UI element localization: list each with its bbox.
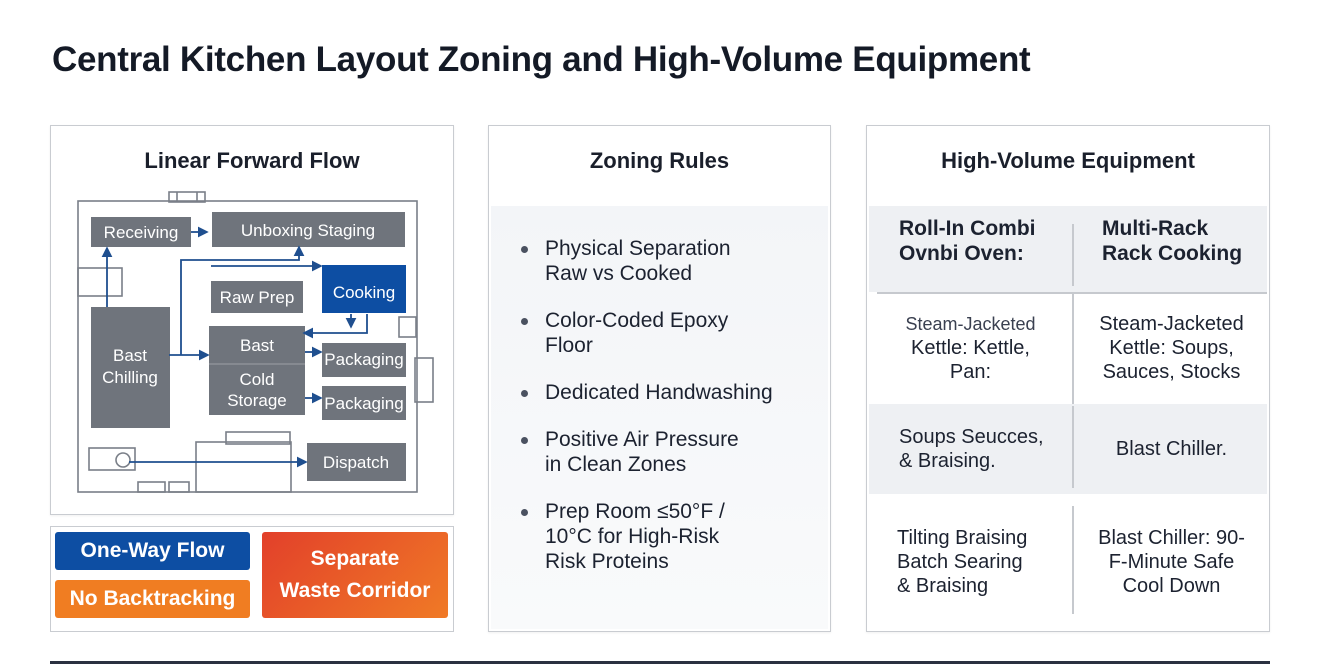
zone-cooking-label: Cooking — [333, 283, 395, 302]
no-backtracking-tag: No Backtracking — [55, 580, 250, 618]
flow-panel: Linear Forward Flow — [50, 125, 454, 515]
zone-cooking-block — [322, 265, 406, 313]
zone-raw-prep-block — [211, 281, 303, 313]
zone-unboxing-block — [212, 212, 405, 247]
flow-arrows — [101, 226, 368, 468]
zone-unboxing-label: Unboxing Staging — [241, 221, 375, 240]
zone-packaging-label-2: Packaging — [324, 394, 403, 413]
equipment-header-row — [869, 206, 1267, 292]
one-way-flow-tag: One-Way Flow — [55, 532, 250, 570]
bullet-icon — [521, 390, 528, 397]
zone-packaging-1-block — [322, 343, 406, 377]
zoning-rule: Dedicated Handwashing — [519, 380, 809, 405]
zone-packaging-label-1: Packaging — [324, 350, 403, 369]
waste-tag-line-1: Separate — [310, 547, 400, 570]
equipment-cell: Blast Chiller: 90- F-Minute Safe Cool Do… — [1098, 526, 1245, 597]
zone-blocks — [91, 212, 406, 481]
equipment-cell: Soups Seucces, & Braising. — [899, 426, 1044, 472]
zone-cold-label-2: Storage — [227, 391, 287, 410]
zoning-panel-title: Zoning Rules — [589, 148, 730, 173]
bullet-icon — [521, 509, 528, 516]
zone-cold-label-1: Cold — [240, 370, 275, 389]
equipment-row — [869, 292, 1267, 404]
waste-tag-line-2: Waste Corridor — [279, 579, 431, 602]
equipment-cell: Tilting Braising Batch Searing & Braisin… — [897, 526, 1028, 597]
zone-receiving-block — [91, 217, 191, 247]
equipment-panel-title: High-Volume Equipment — [941, 148, 1195, 173]
zone-blast-label-2: Chilling — [102, 368, 158, 387]
floor-plan-walls — [77, 191, 434, 493]
flow-tags-frame — [50, 526, 454, 632]
equipment-cell: Steam-Jacketed Kettle: Soups, Sauces, St… — [1099, 313, 1244, 383]
zone-blast-chilling-block — [91, 307, 170, 428]
equipment-cell: Blast Chiller. — [1115, 438, 1228, 460]
zone-raw-prep-label: Raw Prep — [220, 288, 295, 307]
floor-plan-diagram: Receiving Unboxing Staging Raw Prep Cook… — [77, 191, 434, 493]
page-title: Central Kitchen Layout Zoning and High-V… — [52, 40, 1031, 79]
bottom-divider — [50, 661, 1270, 664]
zone-bast-block — [209, 326, 305, 364]
zone-bast-label: Bast — [240, 336, 274, 355]
bullet-icon — [521, 246, 528, 253]
zoning-panel-body — [491, 206, 828, 629]
zone-receiving-label: Receiving — [104, 223, 179, 242]
equipment-row — [869, 404, 1267, 494]
equipment-row — [869, 494, 1267, 629]
bullet-icon — [521, 318, 528, 325]
zone-cold-storage-block — [209, 364, 305, 415]
flow-panel-title: Linear Forward Flow — [144, 148, 360, 173]
zone-blast-label-1: Bast — [113, 346, 147, 365]
zone-packaging-2-block — [322, 386, 406, 420]
bullet-icon — [521, 437, 528, 444]
zone-dispatch-label: Dispatch — [323, 453, 389, 472]
equipment-cell: Steam-Jacketed Kettle: Kettle, Pan: — [905, 314, 1036, 383]
zone-dispatch-block — [307, 443, 406, 481]
separate-waste-corridor-tag: Separate Waste Corridor — [262, 532, 448, 618]
